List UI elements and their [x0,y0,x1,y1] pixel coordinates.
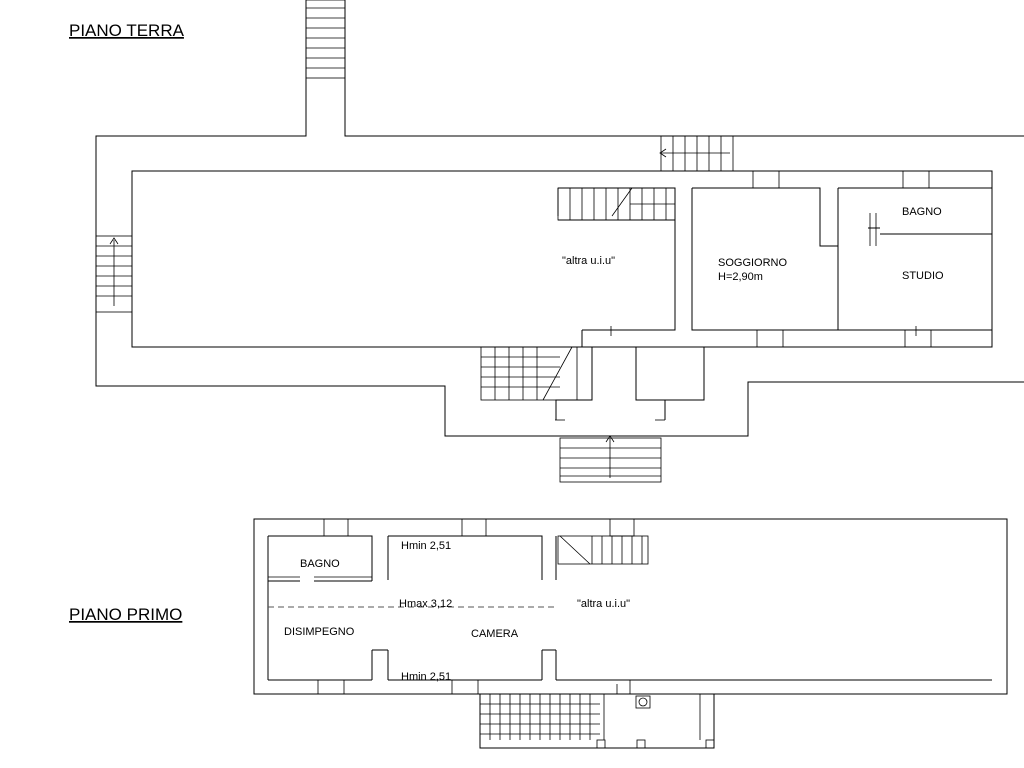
hmax-label: Hmax 3,12 [399,598,452,610]
ground-floor-plan: "altra u.i.u" SOGGIORNO H=2,90m BAGNO ST… [95,0,1024,483]
northeast-staircase [659,135,734,172]
other-unit-label-ground: "altra u.i.u" [562,255,615,267]
ground-outer-perimeter-top [344,0,1024,137]
studio-label: STUDIO [902,270,944,282]
ground-floor-title: PIANO TERRA [69,21,185,40]
hmin-bottom-label: Hmin 2,51 [401,671,451,683]
ground-bagno-label: BAGNO [902,206,942,218]
camera-walls [388,535,543,580]
first-floor-plan: BAGNO DISIMPEGNO CAMERA "altra u.i.u" Hm… [253,518,1008,749]
west-staircase [95,235,133,313]
other-unit-label-first: "altra u.i.u" [577,598,630,610]
hmin-top-label: Hmin 2,51 [401,540,451,552]
north-staircase [305,0,346,79]
first-floor-title: PIANO PRIMO [69,605,182,624]
south-west-stair [480,346,578,401]
internal-stair [557,187,675,221]
south-entry-walls [555,330,593,420]
first-floor-south-stair [479,680,715,749]
disimpegno-label: DISIMPEGNO [284,626,355,638]
soggiorno-height-label: H=2,90m [718,271,763,283]
first-floor-stair [557,535,649,565]
bagno-disimpegno-walls [268,535,373,581]
south-entry-stair [555,419,665,483]
camera-label: CAMERA [471,628,519,640]
first-bagno-label: BAGNO [300,558,340,570]
soggiorno-label: SOGGIORNO [718,257,788,269]
first-main-outline [253,518,1008,695]
ground-outer-perimeter [95,0,1024,437]
